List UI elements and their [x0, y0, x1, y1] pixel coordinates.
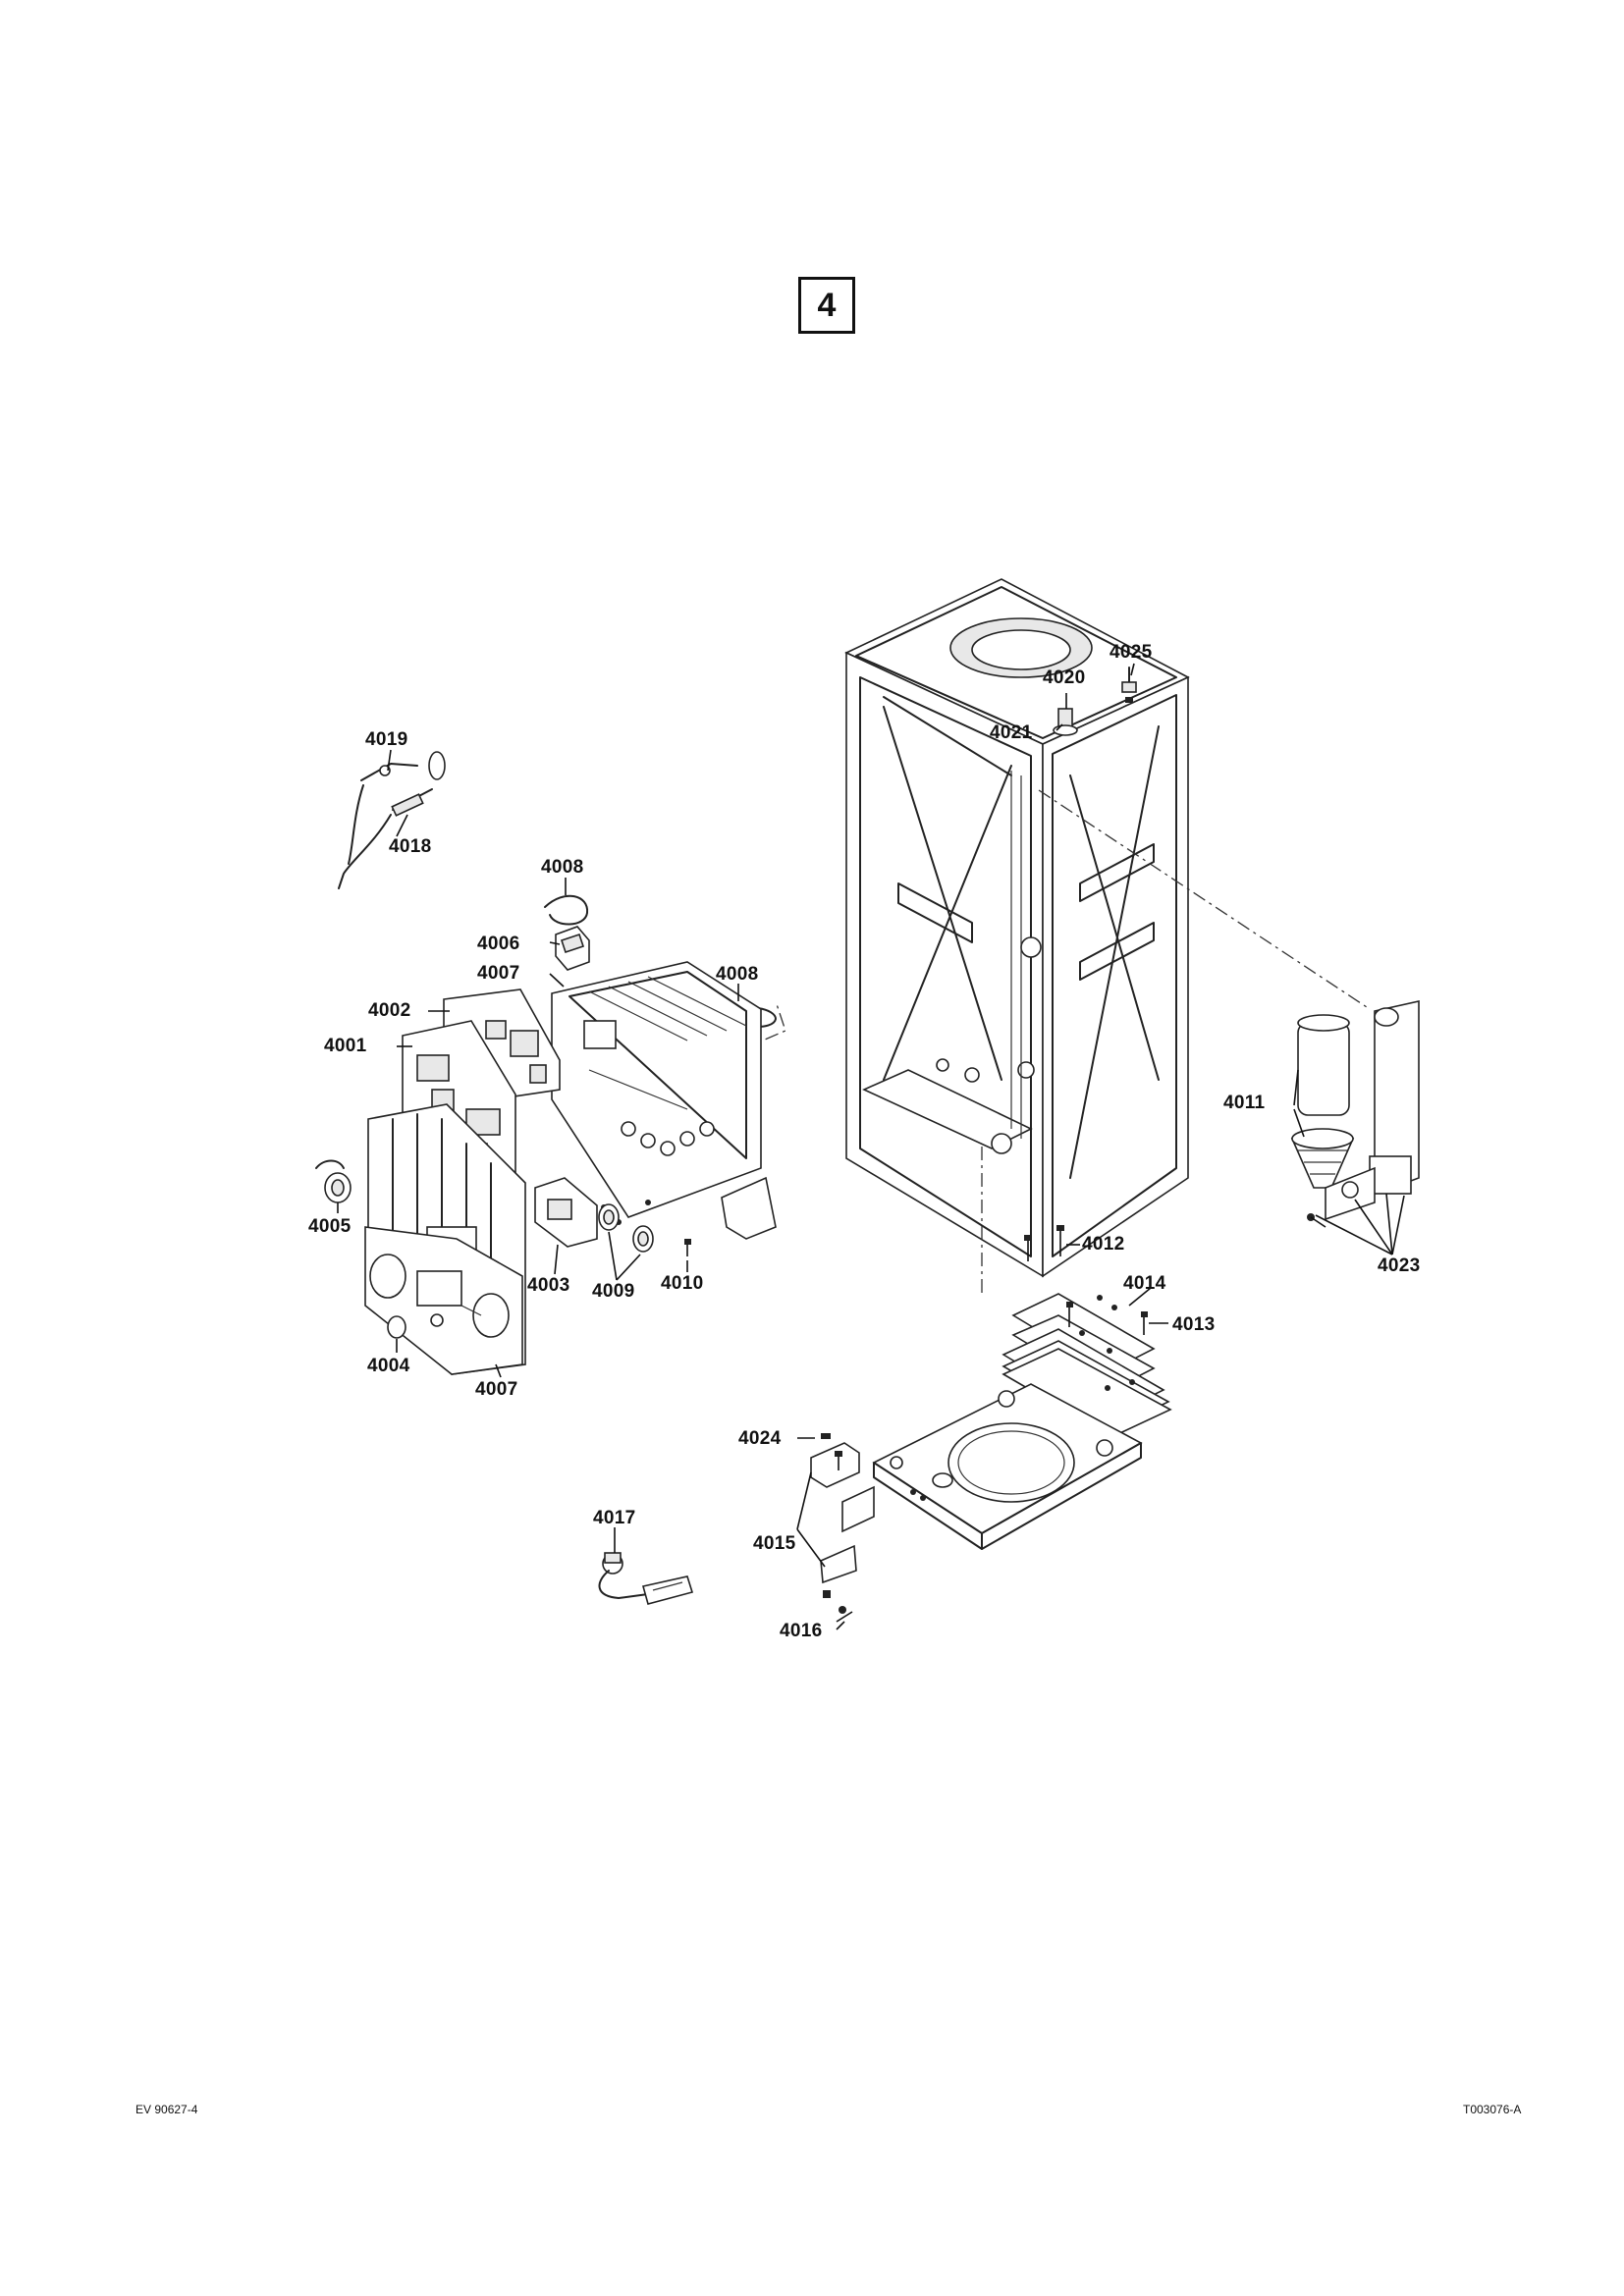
callout-4008-top: 4008 [541, 857, 584, 878]
callout-4002: 4002 [368, 1000, 411, 1021]
section-number: 4 [817, 286, 837, 324]
screws-4012-4013 [1024, 1225, 1148, 1335]
callout-4016: 4016 [780, 1621, 823, 1641]
callout-4018: 4018 [389, 836, 432, 857]
callout-4004: 4004 [367, 1356, 410, 1376]
callout-4019: 4019 [365, 729, 408, 750]
part-4009-grommets [598, 1203, 691, 1256]
brackets-4015 [810, 1433, 875, 1623]
callout-4005: 4005 [308, 1216, 352, 1237]
callout-4011: 4011 [1223, 1093, 1266, 1113]
callout-4008-right: 4008 [716, 964, 759, 985]
callout-4009: 4009 [592, 1281, 635, 1302]
part-4011-siphon [1290, 1000, 1420, 1228]
callout-4003: 4003 [527, 1275, 570, 1296]
boiler-casing-frame [844, 578, 1190, 1278]
callout-4013: 4013 [1172, 1314, 1216, 1335]
callout-4015: 4015 [753, 1533, 796, 1554]
part-4017-cable [598, 1552, 694, 1605]
footer-left-code: EV 90627-4 [135, 2103, 198, 2116]
callout-4010: 4010 [661, 1273, 704, 1294]
callout-4020: 4020 [1043, 667, 1086, 688]
section-number-box: 4 [798, 277, 855, 334]
part-4006-switch [555, 926, 590, 971]
base-plate [872, 1383, 1143, 1550]
callout-4025: 4025 [1110, 642, 1153, 663]
callout-4001: 4001 [324, 1036, 367, 1056]
parts-4004-4005 [315, 1159, 406, 1339]
callout-4014: 4014 [1123, 1273, 1166, 1294]
parts-4018-4019-electrodes [338, 751, 446, 889]
callout-4006: 4006 [477, 934, 520, 954]
part-4003-module [534, 1177, 598, 1248]
front-cover [364, 1103, 526, 1375]
callout-4012: 4012 [1082, 1234, 1125, 1255]
callout-4023: 4023 [1378, 1255, 1421, 1276]
part-4014-panels [1001, 1293, 1172, 1438]
callout-4024: 4024 [738, 1428, 782, 1449]
leader-lines [337, 663, 1405, 1630]
callout-4007-upper: 4007 [477, 963, 520, 984]
callout-4021: 4021 [990, 722, 1033, 743]
footer-right-code: T003076-A [1463, 2103, 1522, 2116]
callout-4007-lower: 4007 [475, 1379, 518, 1400]
callout-4017: 4017 [593, 1508, 636, 1528]
